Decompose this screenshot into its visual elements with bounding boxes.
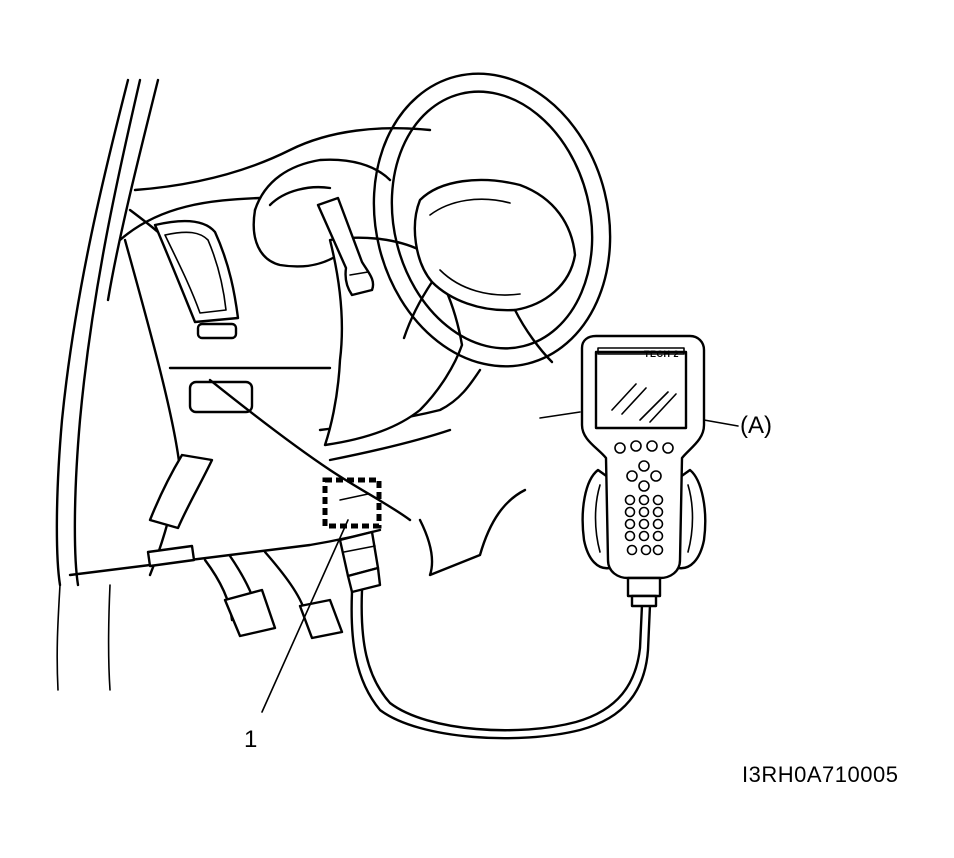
steering-wheel xyxy=(372,72,612,368)
tool-cable xyxy=(350,588,652,740)
panel-edge xyxy=(539,411,581,419)
door-pillar xyxy=(55,78,160,691)
callout-a-label: (A) xyxy=(740,412,772,439)
callout-a-leader xyxy=(703,419,739,427)
dlc-connector xyxy=(322,477,382,594)
figure-code: I3RH0A710005 xyxy=(742,762,899,787)
instrument-panel xyxy=(68,126,527,577)
scan-tool xyxy=(580,334,707,608)
scan-tool-brand-label: TECH 2 xyxy=(644,349,680,359)
pedals xyxy=(203,550,344,640)
callout-1-leader xyxy=(261,519,349,713)
meter-hood xyxy=(252,158,392,268)
callout-1-label: 1 xyxy=(244,726,258,753)
